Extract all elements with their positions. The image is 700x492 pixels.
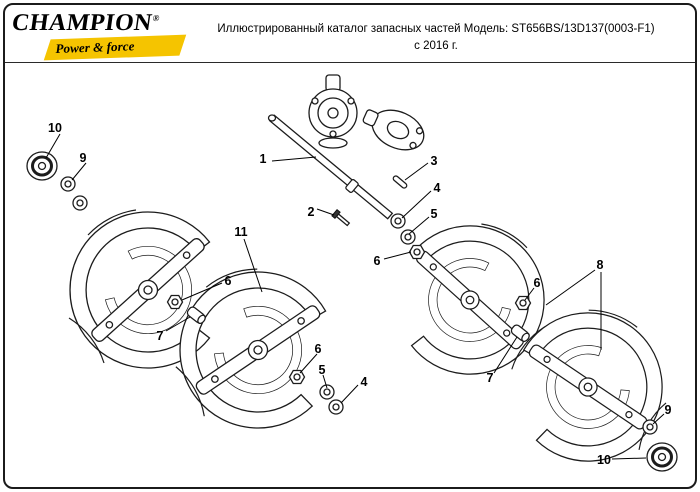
flange-bearing-left <box>25 150 59 182</box>
callout-5: 5 <box>430 207 438 221</box>
brand-name: CHAMPION® <box>10 10 161 36</box>
auger-left-lower <box>169 260 330 436</box>
bolt <box>331 209 352 228</box>
callout-6: 6 <box>373 254 381 268</box>
callout-9: 9 <box>664 403 672 417</box>
leader-lines <box>45 133 665 460</box>
catalog-title: Иллюстрированный каталог запасных частей… <box>184 7 688 56</box>
nut <box>514 295 532 311</box>
registered-mark: ® <box>151 13 161 23</box>
shear-pin <box>391 174 409 190</box>
callout-7: 7 <box>156 329 164 343</box>
callout-2: 2 <box>307 205 315 219</box>
catalog-title-line2: с 2016 г. <box>414 40 458 53</box>
washer <box>72 195 88 211</box>
callout-7: 7 <box>486 371 494 385</box>
callout-10: 10 <box>597 453 611 467</box>
brand-tagline-swoosh: Power & force <box>43 34 187 61</box>
callout-5: 5 <box>318 363 326 377</box>
flange-bearing-right <box>645 441 679 473</box>
champion-logo: CHAMPION® Power & force <box>10 7 187 61</box>
callout-8: 8 <box>596 258 604 272</box>
callout-10: 10 <box>48 121 62 135</box>
washer <box>400 229 416 245</box>
gearbox-assembly <box>308 74 425 151</box>
callout-6: 6 <box>314 342 322 356</box>
nut <box>288 369 306 385</box>
catalog-title-line1: Иллюстрированный каталог запасных частей… <box>217 23 655 35</box>
callout-3: 3 <box>430 154 438 168</box>
callout-4: 4 <box>360 375 368 389</box>
callout-6: 6 <box>533 276 541 290</box>
nut <box>408 244 426 260</box>
callout-9: 9 <box>79 151 87 165</box>
callout-6: 6 <box>224 274 232 288</box>
washer <box>328 399 344 415</box>
callout-1: 1 <box>259 152 267 166</box>
auger-right-lower <box>520 301 673 468</box>
brand-tagline: Power & force <box>55 38 135 56</box>
callout-4: 4 <box>433 181 441 195</box>
page-header: CHAMPION® Power & force Иллюстрированный… <box>10 7 688 62</box>
header-divider <box>4 62 696 63</box>
washer <box>390 213 406 229</box>
callout-11: 11 <box>234 225 248 239</box>
nut <box>166 294 184 310</box>
auger-shaft <box>267 114 394 220</box>
